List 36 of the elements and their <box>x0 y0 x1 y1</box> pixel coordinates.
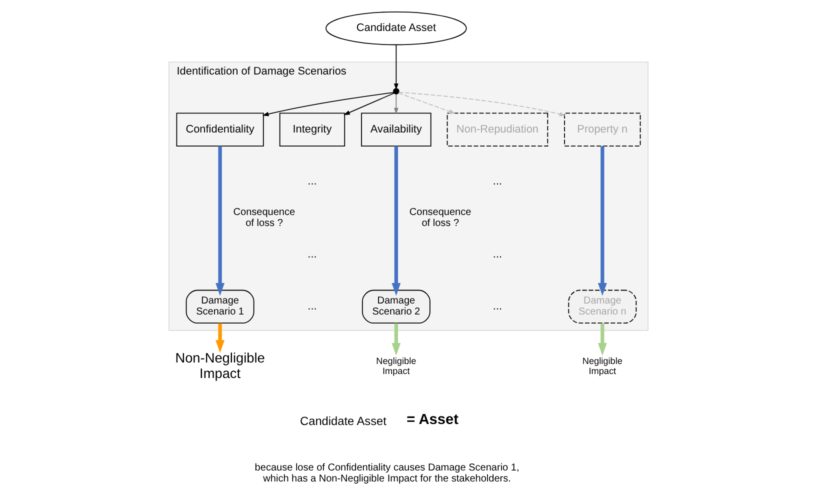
node-ellipse: Candidate Asset <box>325 11 466 46</box>
arrow <box>215 323 224 353</box>
edge-label: Consequence of loss ? <box>232 207 295 230</box>
node-box: Non-Repudiation <box>446 112 548 147</box>
node-text: Negligible Impact <box>582 356 622 376</box>
arrow <box>398 92 566 116</box>
label: = Asset <box>406 412 458 428</box>
arrow <box>262 92 394 116</box>
arrow <box>597 146 606 296</box>
node-text: Negligible Impact <box>376 356 416 376</box>
arrow <box>343 92 394 116</box>
label: ... <box>492 300 502 312</box>
label: because lose of Confidentiality causes Damage Scenario 1, which has a Non-Negligible Impact for the stakeholders. <box>254 462 519 485</box>
arrow <box>393 44 398 90</box>
label: ... <box>307 175 316 188</box>
node-box: Damage Scenario 2 <box>361 290 430 324</box>
node-box: Property n <box>564 112 640 147</box>
arrow <box>398 92 455 114</box>
node-circle <box>392 88 399 94</box>
arrow <box>393 94 398 114</box>
label: ... <box>307 248 316 260</box>
label: ... <box>307 300 316 312</box>
arrow <box>597 323 606 356</box>
node-box: Damage Scenario 1 <box>185 290 254 324</box>
label: Candidate Asset <box>300 414 386 428</box>
label: ... <box>492 175 502 188</box>
arrow <box>215 146 224 296</box>
node-box: Confidentiality <box>176 112 264 147</box>
arrow <box>391 323 400 356</box>
node-box: Availability <box>360 112 431 147</box>
node-text: Non-Negligible Impact <box>174 350 264 381</box>
edge-label: Consequence of loss ? <box>408 207 471 230</box>
label: ... <box>492 248 502 260</box>
node-box: Damage Scenario n <box>568 290 636 324</box>
node-box: Integrity <box>278 112 345 147</box>
arrow <box>391 146 400 296</box>
